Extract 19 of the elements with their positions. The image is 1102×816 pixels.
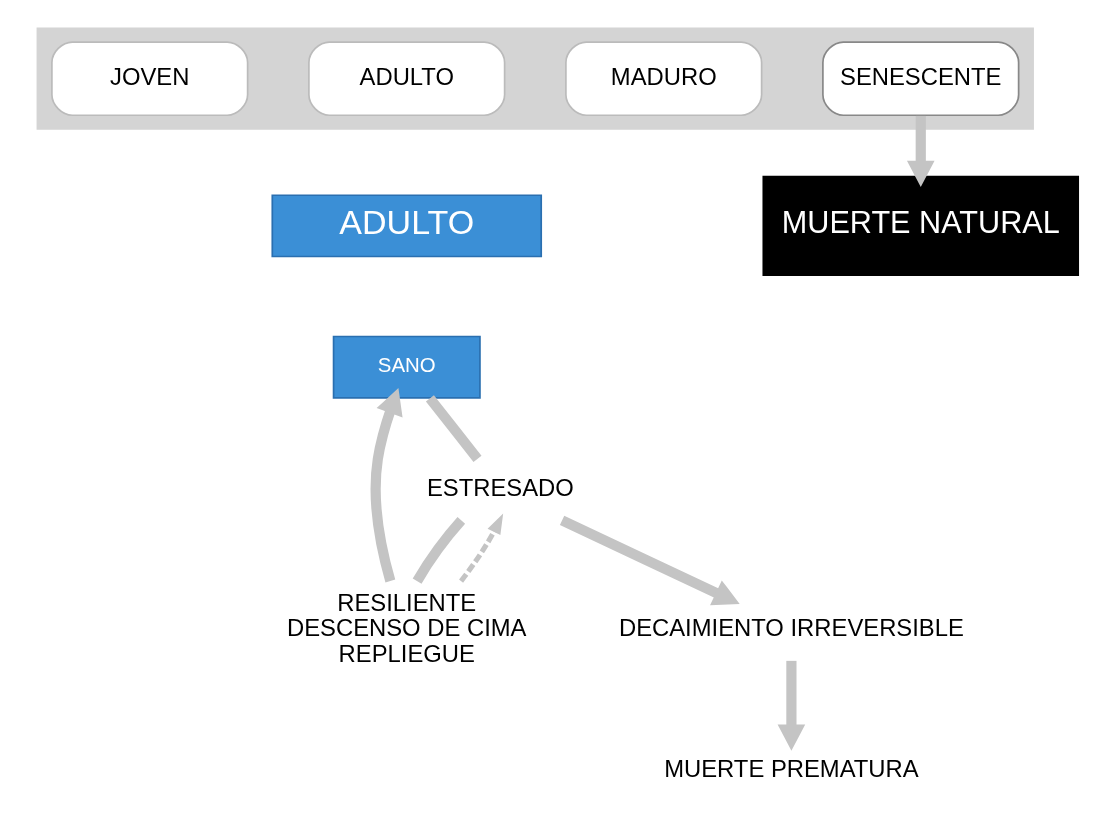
node-box: MUERTE NATURAL	[762, 175, 1080, 277]
node-text: MUERTE PREMATURA	[664, 754, 919, 782]
arrow	[559, 515, 740, 606]
node-box: SENESCENTE	[822, 41, 1020, 117]
arrow	[370, 388, 403, 583]
node-box: ADULTO	[271, 194, 543, 258]
arrow	[906, 115, 935, 187]
cluster	[36, 27, 1034, 130]
node-box: MADURO	[565, 41, 763, 117]
connector	[425, 395, 482, 463]
node-box: ADULTO	[308, 41, 506, 117]
node-text: RESILIENTE DESCENSO DE CIMA REPLIEGUE	[287, 588, 527, 667]
node-text: ESTRESADO	[426, 473, 574, 501]
node-box: SANO	[332, 335, 481, 399]
connector	[412, 517, 466, 584]
node-box: JOVEN	[51, 41, 249, 117]
arrow	[459, 513, 504, 583]
arrow	[777, 660, 806, 751]
node-text: DECAIMIENTO IRREVERSIBLE	[618, 614, 964, 642]
